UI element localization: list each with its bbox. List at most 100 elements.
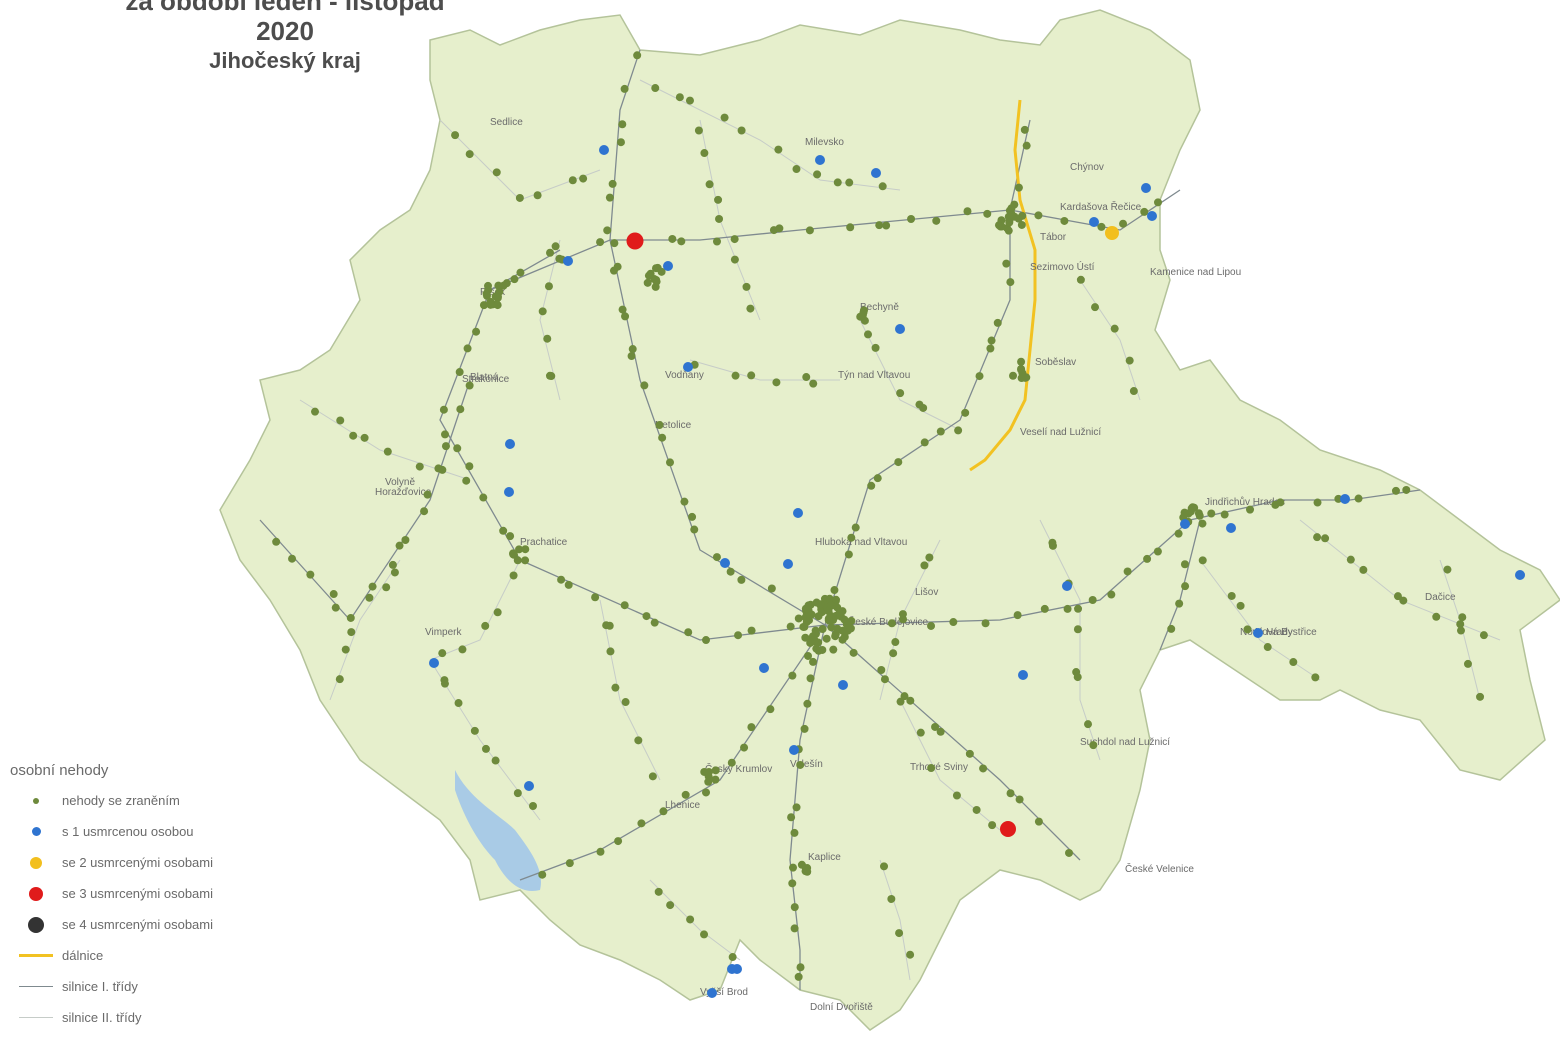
- injury-accident-dot: [1313, 533, 1322, 542]
- injury-accident-dot: [515, 545, 524, 554]
- legend-item-label: se 2 usmrcenými osobami: [62, 855, 213, 870]
- injury-accident-dot: [772, 378, 781, 387]
- injury-accident-dot: [521, 556, 530, 565]
- injury-accident-dot: [1073, 673, 1082, 682]
- injury-accident-dot: [849, 648, 858, 657]
- injury-accident-dot: [1020, 125, 1029, 134]
- injury-accident-dot: [1180, 560, 1189, 569]
- injury-accident-dot: [961, 408, 970, 417]
- injury-accident-dot: [1017, 220, 1026, 229]
- roads2-segment-10: [1199, 559, 1321, 681]
- fatal-1-accident-dot: [563, 256, 573, 266]
- injury-accident-dot: [1021, 373, 1030, 382]
- injury-accident-dot: [482, 291, 491, 300]
- injury-accident-dot: [651, 84, 660, 93]
- legend-item-label: s 1 usmrcenou osobou: [62, 824, 194, 839]
- injury-accident-dot: [1463, 659, 1472, 668]
- injury-accident-dot: [492, 168, 501, 177]
- injury-accident-dot: [658, 433, 667, 442]
- injury-accident-dot: [792, 803, 801, 812]
- legend-dot-symbol: [10, 856, 62, 869]
- injury-accident-dot: [1048, 541, 1057, 550]
- injury-accident-dot: [650, 618, 659, 627]
- injury-accident-dot: [814, 612, 823, 621]
- injury-accident-dot: [891, 638, 900, 647]
- injury-accident-dot: [651, 264, 660, 273]
- injury-accident-dot: [634, 736, 643, 745]
- injury-accident-dot: [618, 305, 627, 314]
- fatal-1-accident-dot: [429, 658, 439, 668]
- injury-accident-dot: [1014, 183, 1023, 192]
- fatal-1-accident-dot: [1515, 570, 1525, 580]
- legend-item: dálnice: [10, 940, 310, 971]
- injury-accident-dot: [463, 344, 472, 353]
- injury-accident-dot: [1321, 534, 1330, 543]
- injury-accident-dot: [824, 616, 833, 625]
- town-label: Nová Bystřice: [1255, 627, 1317, 638]
- injury-accident-dot: [1034, 211, 1043, 220]
- injury-accident-dot: [813, 170, 822, 179]
- town-label: Dačice: [1425, 592, 1456, 603]
- injury-accident-dot: [509, 549, 518, 558]
- injury-accident-dot: [1289, 658, 1298, 667]
- injury-accident-dot: [873, 474, 882, 483]
- injury-accident-dot: [621, 312, 630, 321]
- map-title-region: Jihočeský kraj: [209, 48, 361, 73]
- injury-accident-dot: [513, 556, 522, 565]
- fatal-3-accident-dot: [626, 232, 644, 250]
- injury-accident-dot: [591, 593, 600, 602]
- injury-accident-dot: [618, 120, 627, 129]
- injury-accident-dot: [643, 278, 652, 287]
- legend-item: se 3 usmrcenými osobami: [10, 878, 310, 909]
- injury-accident-dot: [803, 699, 812, 708]
- injury-accident-dot: [806, 674, 815, 683]
- injury-accident-dot: [818, 645, 827, 654]
- injury-accident-dot: [311, 407, 320, 416]
- injury-accident-dot: [704, 768, 713, 777]
- injury-accident-dot: [1123, 567, 1132, 576]
- injury-accident-dot: [847, 533, 856, 542]
- roads2-segment-15: [1079, 279, 1141, 401]
- injury-accident-dot: [963, 207, 972, 216]
- injury-accident-dot: [493, 608, 502, 617]
- town-label: Jindřichův Hradec: [1205, 496, 1285, 508]
- injury-accident-dot: [702, 636, 711, 645]
- injury-accident-dot: [794, 614, 803, 623]
- injury-accident-dot: [1246, 505, 1255, 514]
- injury-accident-dot: [727, 758, 736, 767]
- roads2-segment-18: [329, 559, 401, 701]
- injury-accident-dot: [1391, 486, 1400, 495]
- town-label: Velešín: [790, 759, 823, 770]
- injury-accident-dot: [605, 193, 614, 202]
- injury-accident-dot: [493, 293, 502, 302]
- injury-accident-dot: [605, 621, 614, 630]
- injury-accident-dot: [807, 610, 816, 619]
- injury-accident-dot: [1119, 219, 1128, 228]
- legend-line-symbol: [10, 1017, 62, 1018]
- injury-accident-dot: [1220, 510, 1229, 519]
- injury-accident-dot: [936, 727, 945, 736]
- legend-dot-symbol: [10, 886, 62, 901]
- injury-accident-dot: [822, 634, 831, 643]
- injury-accident-dot: [335, 675, 344, 684]
- injury-accident-dot: [694, 126, 703, 135]
- injury-accident-dot: [1227, 591, 1236, 600]
- injury-accident-dot: [887, 619, 896, 628]
- injury-accident-dot: [1088, 595, 1097, 604]
- injury-accident-dot: [986, 344, 995, 353]
- injury-accident-dot: [675, 93, 684, 102]
- injury-accident-dot: [1110, 324, 1119, 333]
- injury-accident-dot: [331, 603, 340, 612]
- town-label: Suchdol nad Lužnicí: [1080, 737, 1170, 748]
- injury-accident-dot: [1236, 601, 1245, 610]
- injury-accident-dot: [546, 248, 555, 257]
- injury-accident-dot: [513, 789, 522, 798]
- fatal-1-accident-dot: [1018, 670, 1028, 680]
- injury-accident-dot: [790, 828, 799, 837]
- injury-accident-dot: [455, 368, 464, 377]
- injury-accident-dot: [456, 405, 465, 414]
- injury-accident-dot: [711, 775, 720, 784]
- fatal-1-accident-dot: [505, 439, 515, 449]
- injury-accident-dot: [1013, 611, 1022, 620]
- injury-accident-dot: [1034, 817, 1043, 826]
